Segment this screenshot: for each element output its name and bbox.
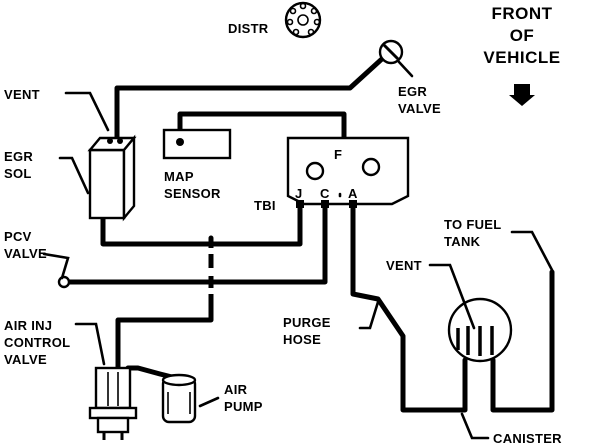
egr-valve-label-line1: EGR <box>398 84 427 99</box>
port-f-label: F <box>334 147 342 162</box>
distr-label: DISTR <box>228 21 269 36</box>
hose-crossing-gap <box>205 288 217 294</box>
port-a-label: A <box>348 186 358 201</box>
purge-hose-label-line2: HOSE <box>283 332 321 347</box>
egr-sol-leader <box>58 156 90 195</box>
vent-left-leader <box>64 91 110 132</box>
air-pump-leader <box>198 396 220 408</box>
map-sensor-label-line2: SENSOR <box>164 186 221 201</box>
port-c-label: C <box>320 186 330 201</box>
egr-valve-icon <box>378 39 414 78</box>
air-inj-label-line1: AIR INJ <box>4 318 52 333</box>
front-label-line2: OF <box>510 26 535 45</box>
tbi-block-icon <box>286 136 410 208</box>
air-pump-label-line1: AIR <box>224 382 248 397</box>
air-pump-icon <box>161 373 197 424</box>
pcv-valve-label-line1: PCV <box>4 229 32 244</box>
pcv-leader <box>42 252 70 280</box>
purge-hose-leader <box>358 300 380 330</box>
hose-crossing-gap <box>205 268 217 276</box>
pcv-valve-icon <box>57 275 71 289</box>
egr-solenoid-icon <box>87 134 137 222</box>
front-arrow-icon <box>509 84 535 106</box>
port-j-label: J <box>295 186 303 201</box>
vent-right-leader <box>428 263 476 330</box>
hose-air-inj <box>115 235 214 371</box>
egr-valve-label-line2: VALVE <box>398 101 441 116</box>
egr-sol-label-line1: EGR <box>4 149 33 164</box>
egr-sol-label-line2: SOL <box>4 166 32 181</box>
fuel-tank-leader <box>510 230 554 272</box>
hose-egr-valve <box>114 54 387 141</box>
hose-pcv <box>61 202 328 285</box>
air-inj-valve-icon <box>88 366 138 440</box>
canister-icon <box>447 297 513 363</box>
map-sensor-label-line1: MAP <box>164 169 194 184</box>
pcv-valve-label-line2: VALVE <box>4 246 47 261</box>
map-sensor-icon <box>162 128 232 160</box>
hose-egr-sol-to-tbi <box>100 202 303 247</box>
air-inj-label-line3: VALVE <box>4 352 47 367</box>
air-inj-label-line2: CONTROL <box>4 335 70 350</box>
vent-right-label: VENT <box>386 258 422 273</box>
purge-hose-label-line1: PURGE <box>283 315 331 330</box>
fuel-tank-label-line1: TO FUEL <box>444 217 501 232</box>
hose-map-sensor <box>177 111 347 141</box>
hose-fuel-tank <box>490 269 555 413</box>
distributor-icon <box>284 1 322 39</box>
front-label-line1: FRONT <box>491 4 552 23</box>
tbi-label: TBI <box>254 198 276 213</box>
canister-label: CANISTER <box>493 431 562 446</box>
air-pump-label-line2: PUMP <box>224 399 263 414</box>
canister-leader <box>460 412 490 440</box>
front-label-line3: VEHICLE <box>483 48 560 67</box>
air-inj-leader <box>74 322 106 366</box>
vent-left-label: VENT <box>4 87 40 102</box>
fuel-tank-label-line2: TANK <box>444 234 481 249</box>
hose-purge <box>350 202 468 413</box>
hose-crossing-gap <box>205 248 217 254</box>
